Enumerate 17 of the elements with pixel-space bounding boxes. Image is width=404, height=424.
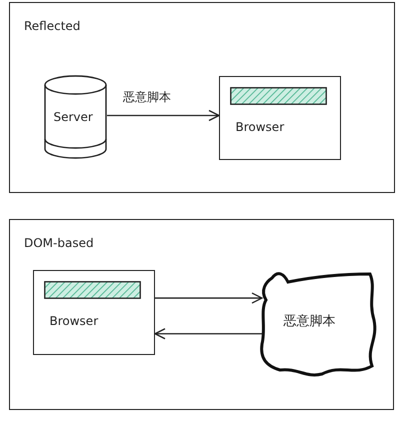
browser-window: [32, 270, 154, 354]
arrow: [107, 110, 220, 122]
browser-window: [218, 76, 340, 160]
node-label: Server: [54, 110, 93, 124]
node-label: 恶意脚本: [284, 312, 336, 330]
panel-heading: DOM-based: [24, 236, 94, 250]
address-bar: [44, 280, 140, 298]
address-bar: [230, 86, 326, 104]
arrow: [154, 328, 262, 340]
panel-frame: [9, 2, 395, 193]
node-label: Browser: [236, 120, 284, 134]
node-label: Browser: [50, 314, 98, 328]
arrow: [155, 292, 263, 304]
panel-frame: [9, 219, 394, 410]
edge-label: 恶意脚本: [121, 88, 173, 106]
panel-heading: Reflected: [24, 19, 80, 33]
cloud-shape: [258, 270, 378, 376]
